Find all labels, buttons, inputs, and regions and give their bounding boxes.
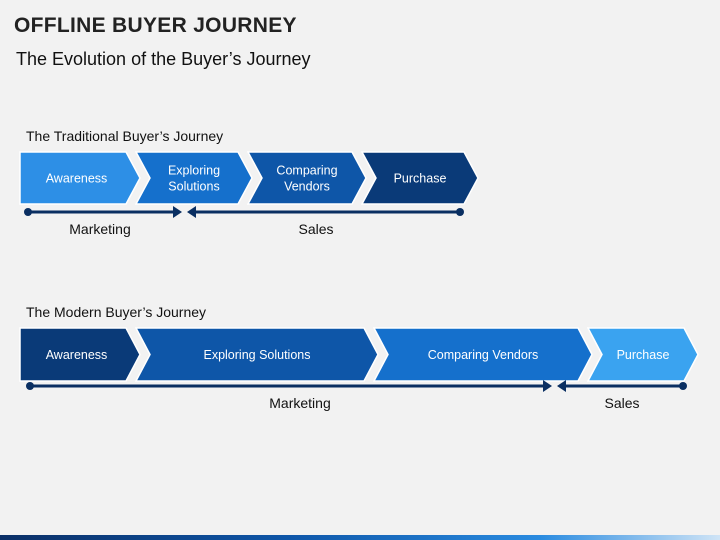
traditional-sales-end-dot bbox=[456, 208, 464, 216]
traditional-step-exploring-solutions-label: Solutions bbox=[168, 180, 219, 194]
traditional-step-awareness-label: Awareness bbox=[46, 172, 108, 186]
traditional-marketing-arrowhead bbox=[173, 206, 182, 218]
traditional-step-comparing-vendors-label: Vendors bbox=[284, 180, 330, 194]
modern-step-awareness-label: Awareness bbox=[46, 348, 108, 362]
modern-sales-end-dot bbox=[679, 382, 687, 390]
modern-step-comparing-vendors-label: Comparing Vendors bbox=[428, 348, 538, 362]
page-subtitle: The Evolution of the Buyer’s Journey bbox=[16, 49, 311, 69]
modern-sales-label: Sales bbox=[604, 395, 639, 411]
modern-step-purchase-chevron bbox=[586, 327, 699, 382]
traditional-journey-title: The Traditional Buyer’s Journey bbox=[26, 128, 224, 144]
traditional-step-exploring-solutions-chevron bbox=[134, 151, 253, 205]
modern-journey-title: The Modern Buyer’s Journey bbox=[26, 304, 207, 320]
modern-journey-phases: Marketing Sales bbox=[26, 380, 687, 411]
modern-sales-arrowhead bbox=[557, 380, 566, 392]
traditional-sales-label: Sales bbox=[298, 221, 333, 237]
traditional-step-exploring-solutions-label: Exploring bbox=[168, 164, 220, 178]
traditional-marketing-start-dot bbox=[24, 208, 32, 216]
page-title: OFFLINE BUYER JOURNEY bbox=[14, 14, 297, 37]
modern-marketing-arrowhead bbox=[543, 380, 552, 392]
traditional-sales-arrowhead bbox=[187, 206, 196, 218]
traditional-step-comparing-vendors-label: Comparing bbox=[276, 164, 337, 178]
modern-marketing-label: Marketing bbox=[269, 395, 330, 411]
traditional-marketing-label: Marketing bbox=[69, 221, 130, 237]
traditional-step-purchase-label: Purchase bbox=[394, 172, 447, 186]
modern-step-comparing-vendors-chevron bbox=[372, 327, 593, 382]
modern-step-exploring-solutions-label: Exploring Solutions bbox=[203, 348, 310, 362]
modern-step-purchase-label: Purchase bbox=[617, 348, 670, 362]
modern-step-awareness-chevron bbox=[19, 327, 141, 382]
modern-step-exploring-solutions-chevron bbox=[134, 327, 379, 382]
traditional-step-awareness-chevron bbox=[19, 151, 141, 205]
traditional-step-comparing-vendors-chevron bbox=[246, 151, 367, 205]
modern-journey-chevrons: Awareness Exploring Solutions Comparing Ve… bbox=[19, 327, 699, 382]
modern-marketing-start-dot bbox=[26, 382, 34, 390]
traditional-journey-phases: Marketing Sales bbox=[24, 206, 464, 237]
bottom-accent-bar bbox=[0, 535, 720, 540]
traditional-step-purchase-chevron bbox=[360, 151, 479, 205]
